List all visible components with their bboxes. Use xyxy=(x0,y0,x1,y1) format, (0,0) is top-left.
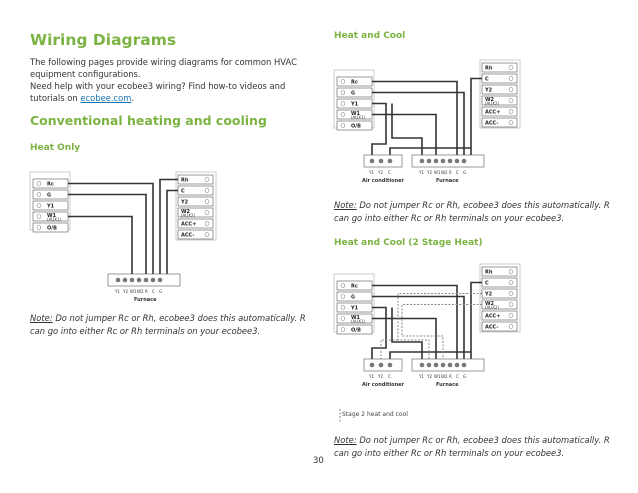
terminal-label-c: C xyxy=(485,281,489,287)
terminal-label-rh: Rh xyxy=(485,270,493,276)
terminal-label-acc-minus: ACC- xyxy=(485,325,498,331)
terminal-label-y1: Y1 xyxy=(46,204,55,210)
ac-terminal-c: C xyxy=(388,374,391,379)
heat-only-note: Note: Do not jumper Rc or Rh, ecobee3 do… xyxy=(30,312,315,337)
ac-terminal-y2: Y2 xyxy=(377,374,383,379)
furnace-terminal-c: C xyxy=(152,289,155,294)
terminal-label-acc-plus: ACC+ xyxy=(181,222,196,228)
terminal-label-ob: O/B xyxy=(47,226,57,232)
terminal-label-rc: Rc xyxy=(351,80,358,86)
furnace-terminal-r: R xyxy=(449,374,452,379)
note-label: Note: xyxy=(334,435,357,445)
terminal-label-acc-minus: ACC- xyxy=(181,233,194,239)
page-title: Wiring Diagrams xyxy=(30,31,177,49)
dashed-line-legend-icon xyxy=(339,409,341,423)
terminal-label-w1: W1 xyxy=(351,111,361,117)
intro-text: The following pages provide wiring diagr… xyxy=(30,57,297,79)
ac-terminal-c: C xyxy=(388,170,391,175)
heat-and-cool-2stage-title: Heat and Cool (2 Stage Heat) xyxy=(334,238,483,248)
heat-only-diagram: Rc G Y1 W1 (AUX1) O/B Rh C Y2 W2 (AUX2) … xyxy=(29,171,217,303)
terminal-label-c: C xyxy=(181,189,185,195)
terminal-label-rc: Rc xyxy=(47,182,54,188)
heat-only-wires xyxy=(68,178,178,275)
furnace-terminal-y1: Y1 xyxy=(418,170,424,175)
heat-and-cool-note: Note: Do not jumper Rc or Rh, ecobee3 do… xyxy=(334,199,619,224)
terminal-label-acc-plus: ACC+ xyxy=(485,110,500,116)
furnace-terminal-y1: Y1 xyxy=(114,289,120,294)
terminal-label-y1: Y1 xyxy=(350,306,359,312)
furnace-terminal-r: R xyxy=(449,170,452,175)
furnace-terminal-c: C xyxy=(456,374,459,379)
note-text: Do not jumper Rc or Rh, ecobee3 does thi… xyxy=(334,435,610,458)
terminal-label-g: G xyxy=(351,295,355,301)
page-number: 30 xyxy=(313,456,324,466)
furnace-caption: Furnace xyxy=(436,382,459,388)
two-stage-diagram: Rc G Y1 W1 (AUX1) O/B Rh C Y2 W2 (AUX2) … xyxy=(333,263,521,388)
furnace-terminal-c: C xyxy=(456,170,459,175)
legend-text: Stage 2 heat and cool xyxy=(342,411,408,418)
terminal-label-ob: O/B xyxy=(351,328,361,334)
terminal-label-rh: Rh xyxy=(181,178,189,184)
w1-sub-label: (AUX1) xyxy=(351,115,366,120)
furnace-terminal-y2: Y2 xyxy=(426,374,432,379)
furnace-terminal-w2: W2 xyxy=(441,374,448,379)
terminal-label-rc: Rc xyxy=(351,284,358,290)
terminal-label-w2: W2 xyxy=(485,97,495,103)
section-title: Conventional heating and cooling xyxy=(30,113,267,128)
furnace-terminal-y2: Y2 xyxy=(122,289,128,294)
terminal-label-w2: W2 xyxy=(181,209,191,215)
w2-sub-label: (AUX2) xyxy=(485,101,500,106)
furnace-terminal-w1: W1 xyxy=(130,289,137,294)
terminal-label-acc-plus: ACC+ xyxy=(485,314,500,320)
furnace-terminal-g: G xyxy=(463,374,466,379)
note-text: Do not jumper Rc or Rh, ecobee3 does thi… xyxy=(334,200,610,223)
heat-and-cool-title: Heat and Cool xyxy=(334,31,406,41)
terminal-label-y2: Y2 xyxy=(180,200,189,206)
terminal-label-g: G xyxy=(351,91,355,97)
furnace-terminal-g: G xyxy=(463,170,466,175)
furnace-terminal-w2: W2 xyxy=(441,170,448,175)
ac-terminal-y2: Y2 xyxy=(377,170,383,175)
furnace-terminal-g: G xyxy=(159,289,162,294)
terminal-label-w1: W1 xyxy=(351,315,361,321)
ac-caption: Air conditioner xyxy=(362,382,405,388)
furnace-terminal-r: R xyxy=(145,289,148,294)
heat-and-cool-diagram: Rc G Y1 W1 (AUX1) O/B Rh C Y2 W2 (AUX2) … xyxy=(333,59,521,184)
terminal-label-g: G xyxy=(47,193,51,199)
ac-terminal-y1: Y1 xyxy=(368,374,374,379)
note-label: Note: xyxy=(334,200,357,210)
terminal-label-w1: W1 xyxy=(47,213,57,219)
ac-caption: Air conditioner xyxy=(362,178,405,184)
furnace-terminal-w1: W1 xyxy=(434,170,441,175)
furnace-terminal-w1: W1 xyxy=(434,374,441,379)
note-text: Do not jumper Rc or Rh, ecobee3 does thi… xyxy=(30,313,306,336)
furnace-caption: Furnace xyxy=(436,178,459,184)
w1-sub-label: (AUX1) xyxy=(47,217,62,222)
furnace-terminal-w2: W2 xyxy=(137,289,144,294)
two-stage-note: Note: Do not jumper Rc or Rh, ecobee3 do… xyxy=(334,434,619,459)
terminal-label-y2: Y2 xyxy=(484,88,493,94)
terminal-label-y2: Y2 xyxy=(484,292,493,298)
heat-only-title: Heat Only xyxy=(30,143,81,153)
terminal-label-ob: O/B xyxy=(351,124,361,130)
terminal-label-c: C xyxy=(485,77,489,83)
ecobee-link[interactable]: ecobee.com xyxy=(80,93,132,103)
furnace-caption: Furnace xyxy=(134,297,157,303)
w2-sub-label: (AUX2) xyxy=(485,305,500,310)
terminal-label-y1: Y1 xyxy=(350,102,359,108)
furnace-terminal-y1: Y1 xyxy=(418,374,424,379)
ac-terminal-y1: Y1 xyxy=(368,170,374,175)
w1-sub-label: (AUX1) xyxy=(351,319,366,324)
help-prefix: Need help with your ecobee3 wiring? Find… xyxy=(30,81,286,103)
furnace-terminal-y2: Y2 xyxy=(426,170,432,175)
help-suffix: . xyxy=(131,93,135,103)
left-terminal-block: Rc G Y1 W1 (AUX1) O/B xyxy=(32,178,69,233)
note-label: Note: xyxy=(30,313,53,323)
w2-sub-label: (AUX2) xyxy=(181,213,196,218)
terminal-label-w2: W2 xyxy=(485,301,495,307)
help-text: Need help with your ecobee3 wiring? Find… xyxy=(30,80,315,104)
terminal-label-rh: Rh xyxy=(485,66,493,72)
terminal-label-acc-minus: ACC- xyxy=(485,121,498,127)
